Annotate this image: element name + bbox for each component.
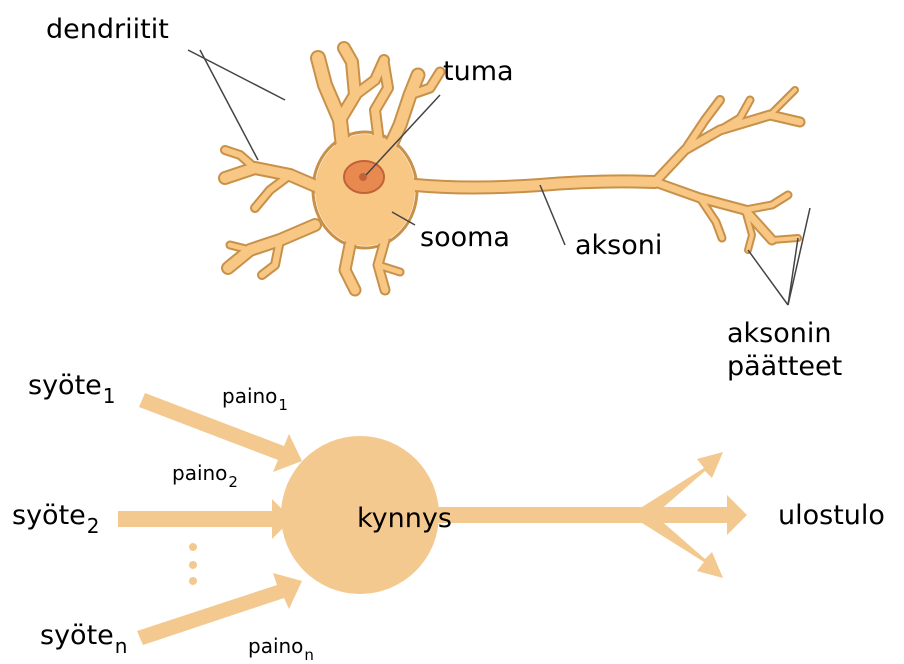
terminals-leader-3 <box>788 208 810 305</box>
input-1-subscript: 1 <box>103 384 116 408</box>
weight-n-subscript: n <box>304 646 314 664</box>
input-n-text: syöte <box>40 620 114 651</box>
weight-2-text: paino <box>172 461 227 485</box>
input-arrow-2 <box>118 499 292 539</box>
terminals-leader-1 <box>748 250 788 305</box>
soma-label: sooma <box>420 224 510 251</box>
input-2-text: syöte <box>12 500 86 531</box>
input-2-subscript: 2 <box>87 514 100 538</box>
threshold-label: kynnys <box>357 505 452 532</box>
ellipsis-dot-3 <box>189 577 197 585</box>
weight-n-text: paino <box>248 634 303 658</box>
axon-label: aksoni <box>575 232 662 259</box>
input-n-label: syöten <box>40 622 127 649</box>
terminals-label-line2: päätteet <box>727 353 842 380</box>
dendrites-leader-2 <box>200 50 258 160</box>
dendrites-leader-1 <box>188 50 285 100</box>
terminals-leader-2 <box>788 238 798 305</box>
output-label: ulostulo <box>778 502 885 529</box>
weight-2-subscript: 2 <box>228 473 238 491</box>
weight-1-subscript: 1 <box>278 396 288 414</box>
input-2-label: syöte2 <box>12 502 100 529</box>
weight-1-label: paino1 <box>222 386 288 406</box>
ellipsis-dot-1 <box>189 543 197 551</box>
output-trunk <box>430 507 650 523</box>
input-1-text: syöte <box>28 370 102 401</box>
axon-leader <box>540 185 565 245</box>
ellipsis-dot-2 <box>189 561 197 569</box>
input-1-label: syöte1 <box>28 372 116 399</box>
nucleus-label: tuma <box>443 58 514 85</box>
dendrites-label: dendriitit <box>46 16 169 43</box>
input-n-subscript: n <box>115 634 128 658</box>
weight-2-label: paino2 <box>172 463 238 483</box>
weight-n-label: painon <box>248 636 314 656</box>
weight-1-text: paino <box>222 384 277 408</box>
terminals-label-line1: aksonin <box>727 320 832 347</box>
